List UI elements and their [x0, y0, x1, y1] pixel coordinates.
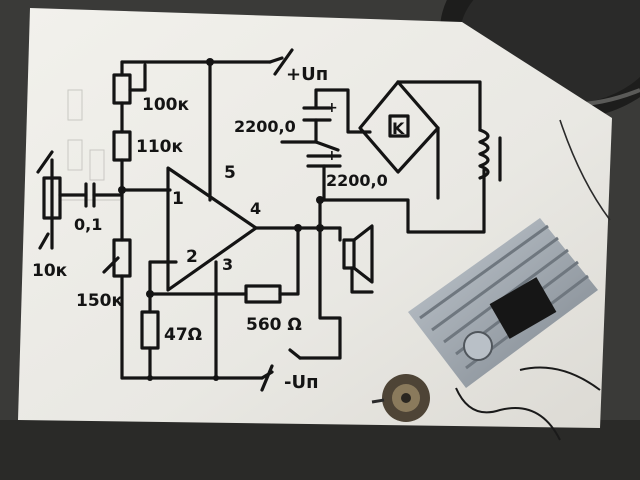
label-c-output: 2200,0 — [326, 171, 388, 190]
label-supply-pos: +Uп — [286, 64, 328, 85]
label-pin-1: 1 — [172, 189, 184, 209]
label-r-feedback: 560 Ω — [246, 315, 302, 335]
label-r-pot-bias: 150к — [76, 291, 123, 311]
label-supply-neg: -Uп — [284, 372, 319, 393]
cap-plus-mark: + — [326, 100, 338, 116]
label-r-ground: 47Ω — [164, 325, 202, 345]
label-pin-3: 3 — [222, 255, 233, 274]
label-pin-5: 5 — [224, 163, 236, 183]
label-pin-4: 4 — [250, 199, 261, 218]
label-r-mid: 110к — [136, 137, 183, 157]
label-c-input: 0,1 — [74, 215, 102, 234]
label-c-supply: 2200,0 — [234, 117, 296, 136]
schematic-wires — [36, 48, 502, 392]
erased-sketch — [60, 89, 120, 201]
label-r-input-pot: 10к — [32, 261, 68, 281]
label-r-top: 100к — [142, 95, 189, 115]
label-bridge: K — [392, 119, 405, 138]
cap-plus-mark-2: + — [326, 148, 338, 164]
label-pin-2: 2 — [186, 247, 198, 267]
potentiometer-knob — [371, 374, 430, 422]
table-shadow — [0, 420, 640, 480]
heatsink-module — [408, 119, 611, 441]
schematic-labels: +Uп 100к 110к 5 1 4 2 3 0,1 10к 150к 47Ω… — [32, 64, 405, 393]
junction-dots — [118, 58, 324, 381]
